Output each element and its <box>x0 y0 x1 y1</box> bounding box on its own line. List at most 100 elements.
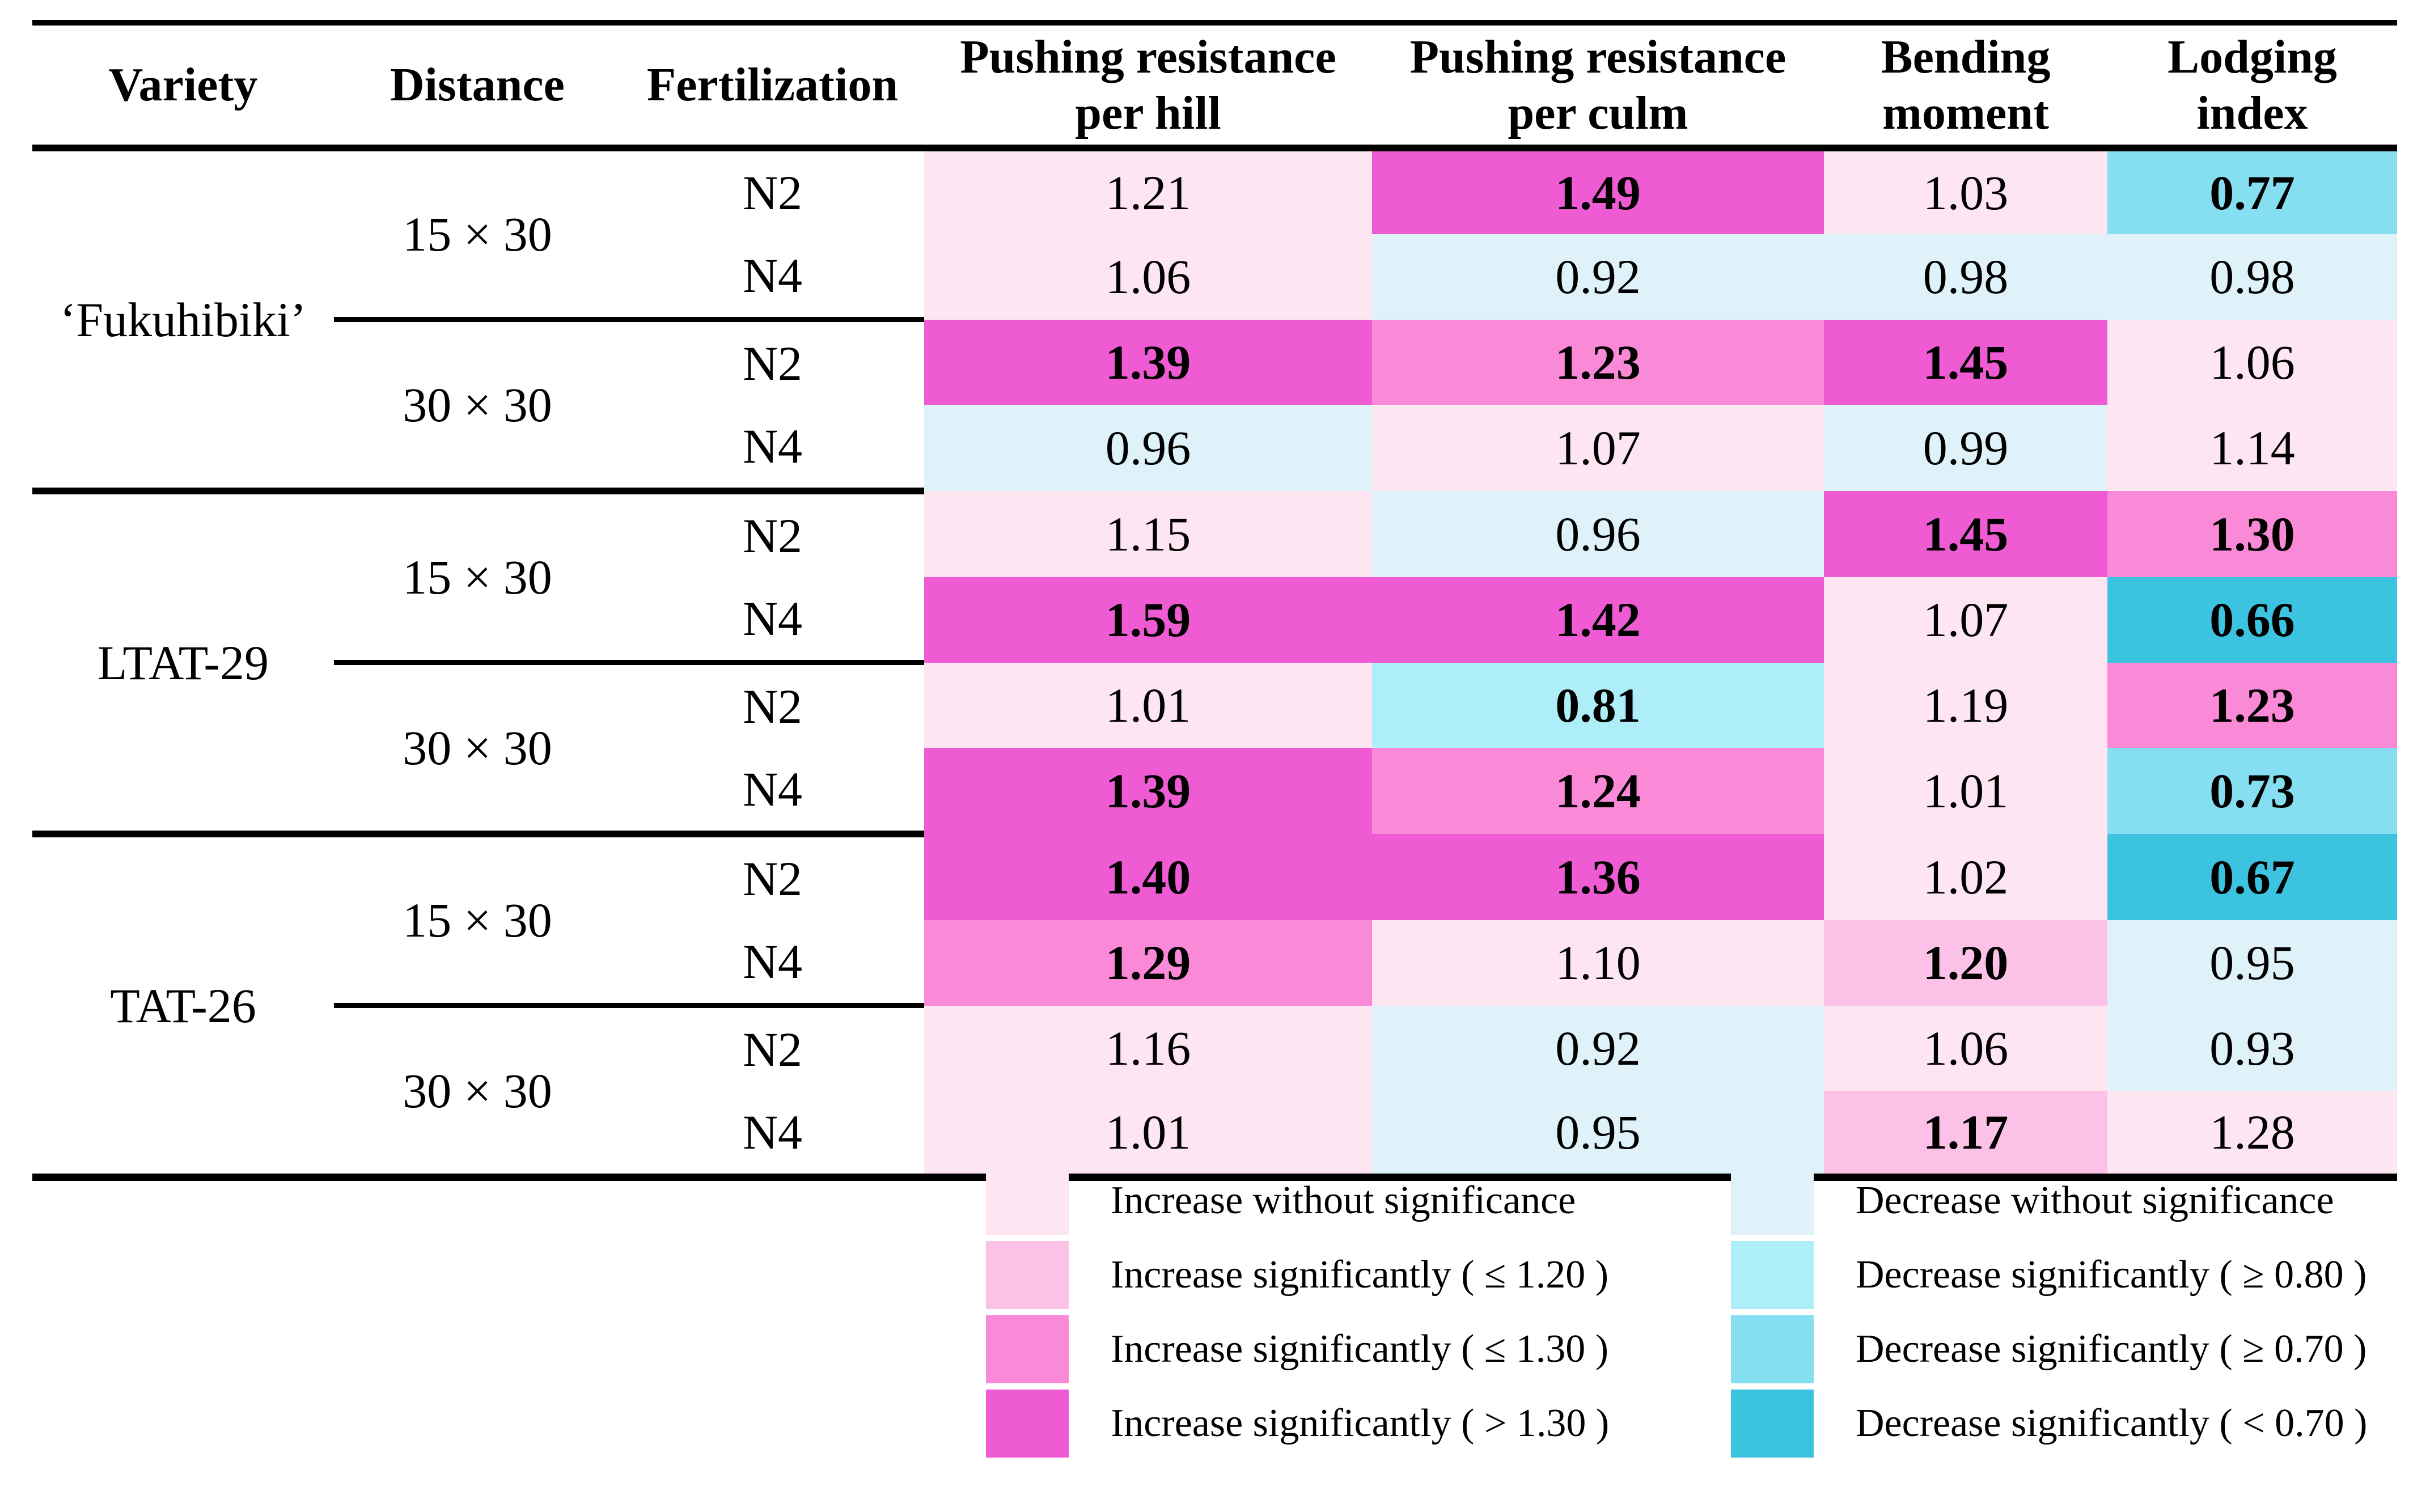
legend-label: Decrease significantly ( < 0.70 ) <box>1856 1401 2368 1445</box>
cell-culm: 1.42 <box>1372 577 1824 663</box>
cell-moment: 1.06 <box>1824 1005 2107 1091</box>
fertilization-cell: N4 <box>621 920 924 1006</box>
cell-culm: 0.81 <box>1372 662 1824 748</box>
cell-hill: 1.06 <box>924 234 1372 320</box>
distance-cell: 15 × 30 <box>334 148 621 320</box>
cell-lodging: 1.14 <box>2107 405 2397 491</box>
fertilization-cell: N2 <box>621 317 924 405</box>
cell-moment: 1.20 <box>1824 920 2107 1006</box>
col-header-fertilization: Fertilization <box>621 23 924 151</box>
cell-lodging: 0.93 <box>2107 1005 2397 1091</box>
fertilization-cell: N4 <box>621 577 924 663</box>
table-row: ‘Fukuhibiki’ 15 × 30 N2 1.21 1.49 1.03 0… <box>32 148 2397 491</box>
distance-cell: 15 × 30 <box>334 488 621 663</box>
cell-culm: 1.24 <box>1372 748 1824 834</box>
fertilization-cell: N2 <box>621 831 924 920</box>
legend-label: Increase significantly ( ≤ 1.30 ) <box>1111 1327 1609 1371</box>
cell-culm: 0.92 <box>1372 1005 1824 1091</box>
legend-swatch <box>986 1167 1069 1235</box>
table-row: N4 1.06 0.92 0.98 0.98 <box>32 234 2397 320</box>
variety-cell: TAT-26 <box>32 831 334 1178</box>
cell-moment: 1.02 <box>1824 834 2107 920</box>
distance-cell: 30 × 30 <box>334 660 621 834</box>
legend-item: Decrease significantly ( < 0.70 ) <box>1731 1390 2367 1458</box>
table-row: 30 × 30 N2 1.16 0.92 1.06 0.93 <box>32 1003 2397 1178</box>
legend-item: Increase without significance <box>986 1167 1609 1235</box>
cell-lodging: 1.06 <box>2107 319 2397 405</box>
cell-lodging: 0.98 <box>2107 234 2397 320</box>
distance-cell: 30 × 30 <box>334 317 621 491</box>
cell-moment: 0.98 <box>1824 234 2107 320</box>
cell-hill: 1.39 <box>924 748 1372 834</box>
variety-cell: LTAT-29 <box>32 488 334 834</box>
legend-item: Decrease without significance <box>1731 1167 2367 1235</box>
table-row: 30 × 30 N2 1.01 0.81 1.19 1.23 <box>32 660 2397 834</box>
comparison-table: Variety Distance Fertilization Pushing r… <box>32 20 2397 1181</box>
table-row: N4 1.01 0.95 1.17 1.28 <box>32 1091 2397 1178</box>
cell-hill: 1.16 <box>924 1005 1372 1091</box>
fertilization-cell: N2 <box>621 1003 924 1091</box>
cell-moment: 1.03 <box>1824 148 2107 234</box>
cell-culm: 0.96 <box>1372 491 1824 577</box>
cell-moment: 1.45 <box>1824 491 2107 577</box>
table-row: LTAT-29 15 × 30 N2 1.15 0.96 1.45 1.30 <box>32 488 2397 834</box>
fertilization-cell: N4 <box>621 234 924 320</box>
legend-label: Decrease significantly ( ≥ 0.80 ) <box>1856 1253 2367 1297</box>
legend-swatch <box>1731 1167 1814 1235</box>
col-header-distance: Distance <box>334 23 621 151</box>
cell-hill: 1.01 <box>924 1091 1372 1178</box>
cell-moment: 1.17 <box>1824 1091 2107 1178</box>
cell-lodging: 0.73 <box>2107 748 2397 834</box>
cell-lodging: 1.28 <box>2107 1091 2397 1178</box>
distance-cell: 15 × 30 <box>334 831 621 1006</box>
legend-swatch <box>986 1241 1069 1309</box>
cell-moment: 1.45 <box>1824 319 2107 405</box>
cell-hill: 1.29 <box>924 920 1372 1006</box>
legend-label: Increase significantly ( > 1.30 ) <box>1111 1401 1610 1445</box>
table-row: N4 1.59 1.42 1.07 0.66 <box>32 577 2397 663</box>
table-row: N4 1.29 1.10 1.20 0.95 <box>32 920 2397 1006</box>
legend-item: Decrease significantly ( ≥ 0.70 ) <box>1731 1315 2367 1383</box>
legend-item: Decrease significantly ( ≥ 0.80 ) <box>1731 1241 2367 1309</box>
fertilization-cell: N4 <box>621 748 924 834</box>
cell-lodging: 0.95 <box>2107 920 2397 1006</box>
fertilization-cell: N2 <box>621 660 924 748</box>
legend-label: Decrease without significance <box>1856 1179 2334 1222</box>
cell-culm: 1.10 <box>1372 920 1824 1006</box>
cell-hill: 1.59 <box>924 577 1372 663</box>
cell-hill: 0.96 <box>924 405 1372 491</box>
cell-lodging: 0.77 <box>2107 148 2397 234</box>
legend-swatch <box>986 1390 1069 1458</box>
legend-swatch <box>1731 1315 1814 1383</box>
legend-label: Decrease significantly ( ≥ 0.70 ) <box>1856 1327 2367 1371</box>
cell-lodging: 0.66 <box>2107 577 2397 663</box>
cell-lodging: 1.23 <box>2107 662 2397 748</box>
legend-swatch <box>986 1315 1069 1383</box>
fertilization-cell: N2 <box>621 148 924 234</box>
cell-hill: 1.01 <box>924 662 1372 748</box>
cell-moment: 1.01 <box>1824 748 2107 834</box>
variety-cell: ‘Fukuhibiki’ <box>32 148 334 491</box>
cell-hill: 1.39 <box>924 319 1372 405</box>
legend-swatch <box>1731 1390 1814 1458</box>
legend-item: Increase significantly ( ≤ 1.30 ) <box>986 1315 1609 1383</box>
header-row: Variety Distance Fertilization Pushing r… <box>32 23 2397 151</box>
table-row: N4 0.96 1.07 0.99 1.14 <box>32 405 2397 491</box>
cell-hill: 1.15 <box>924 491 1372 577</box>
cell-moment: 0.99 <box>1824 405 2107 491</box>
table-row: TAT-26 15 × 30 N2 1.40 1.36 1.02 0.67 <box>32 831 2397 1178</box>
cell-lodging: 1.30 <box>2107 491 2397 577</box>
distance-cell: 30 × 30 <box>334 1003 621 1178</box>
cell-moment: 1.19 <box>1824 662 2107 748</box>
cell-culm: 0.95 <box>1372 1091 1824 1178</box>
cell-culm: 1.36 <box>1372 834 1824 920</box>
cell-hill: 1.21 <box>924 148 1372 234</box>
cell-culm: 0.92 <box>1372 234 1824 320</box>
cell-moment: 1.07 <box>1824 577 2107 663</box>
cell-culm: 1.23 <box>1372 319 1824 405</box>
legend-label: Increase significantly ( ≤ 1.20 ) <box>1111 1253 1609 1297</box>
